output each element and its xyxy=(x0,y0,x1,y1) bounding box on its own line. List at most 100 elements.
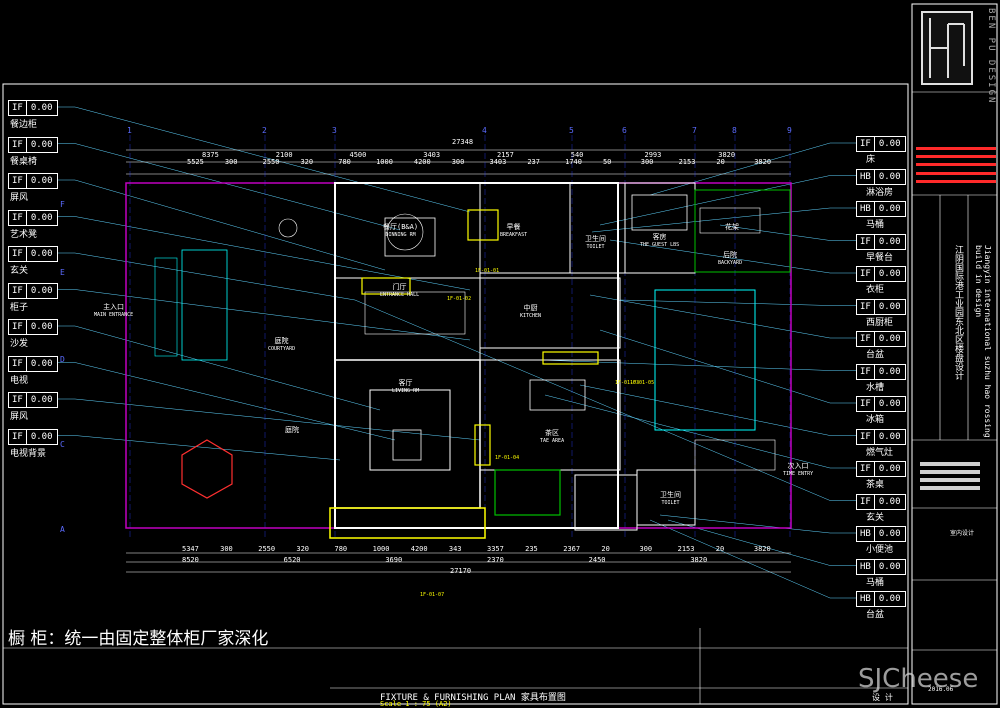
kitchen xyxy=(479,277,621,349)
tag-key: HB xyxy=(856,526,875,542)
tag-value: 0.00 xyxy=(874,233,906,250)
room-name-cn: 主入口 xyxy=(103,303,125,311)
tag-label: 屏风 xyxy=(10,412,29,422)
stair-well xyxy=(574,474,638,531)
pool xyxy=(654,289,756,431)
section-mark: 1F-01-03 xyxy=(615,380,640,386)
dimension-value: 2367 xyxy=(563,545,581,553)
room-name-en: TIME ENTRY xyxy=(783,471,814,477)
leader-line-left xyxy=(48,398,481,441)
room-name-cn: 门厅 xyxy=(392,283,407,291)
tag-value: 0.00 xyxy=(26,209,58,226)
grid-row-label: E xyxy=(60,268,65,277)
tag-value: 0.00 xyxy=(26,392,58,408)
courtyard-walkway xyxy=(181,249,228,361)
plan-title: FIXTURE & FURNISHING PLAN 家具布置图 xyxy=(380,693,566,703)
grid-row-label: C xyxy=(60,440,65,449)
tag-label: 电视 xyxy=(10,375,29,386)
walkway-stripes xyxy=(154,257,178,357)
tag-label: 小便池 xyxy=(866,545,894,555)
tag-label: 冰箱 xyxy=(866,415,885,425)
tag-key: IF xyxy=(8,136,27,153)
tag-label: 柜子 xyxy=(10,302,29,313)
tag-label: 餐桌椅 xyxy=(10,156,38,167)
room-name-en: MAIN ENTRANCE xyxy=(94,312,134,318)
tag-key: IF xyxy=(8,392,27,408)
tag-label: 淋浴房 xyxy=(866,187,894,198)
buffet xyxy=(467,209,499,241)
section-mark: 1F-01-05 xyxy=(630,380,655,386)
tag-value: 0.00 xyxy=(26,355,58,372)
room-name-cn: 次入口 xyxy=(787,462,809,470)
room-name-cn: 中厨 xyxy=(523,304,538,312)
tag-key: HB xyxy=(856,201,875,217)
title-block-field xyxy=(920,470,980,474)
grid-col-label: 4 xyxy=(482,126,487,135)
tag-key: IF xyxy=(856,428,875,445)
tea-area xyxy=(479,359,621,471)
tag-label: 床 xyxy=(866,155,876,165)
round-table xyxy=(386,213,424,251)
leader-line-right xyxy=(579,384,856,436)
tag-label: 台盆 xyxy=(866,610,885,620)
dimension-value: 235 xyxy=(525,545,538,553)
leader-line-left xyxy=(48,106,471,213)
tag-key: IF xyxy=(8,282,27,299)
room-name-en: BACKYARD xyxy=(718,260,743,266)
tag-key: IF xyxy=(856,233,875,250)
room-name-cn: 花架 xyxy=(725,223,739,231)
leader-line-right xyxy=(354,299,856,501)
screen-partition xyxy=(474,424,491,466)
dimension-value: 2157 xyxy=(497,151,514,159)
room-name-cn: 庭院 xyxy=(285,426,299,434)
dimension-value: 780 xyxy=(338,158,351,166)
tag-value: 0.00 xyxy=(26,100,58,116)
grid-row-label: F xyxy=(60,200,65,209)
leader-line-right xyxy=(539,359,856,371)
tag-value: 0.00 xyxy=(874,591,906,607)
dimension-value: 1740 xyxy=(565,158,582,166)
leader-line-right xyxy=(599,329,856,404)
guest-room xyxy=(624,182,696,274)
dimension-value: 2370 xyxy=(487,556,504,564)
room-name-en: LIVING RM xyxy=(392,388,420,394)
site-boundary xyxy=(125,182,792,529)
dimension-value: 4200 xyxy=(410,545,428,553)
tag-value: 0.00 xyxy=(874,461,906,477)
tag-key: IF xyxy=(8,428,27,445)
grid-col-label: 5 xyxy=(569,126,574,135)
tag-key: HB xyxy=(856,558,875,575)
dimension-value: 8520 xyxy=(182,556,199,564)
tag-label: 沙发 xyxy=(10,339,29,349)
title-block-note xyxy=(916,163,996,166)
tag-label: 台盆 xyxy=(866,350,885,360)
leader-line-right xyxy=(667,519,856,566)
tag-label: 马桶 xyxy=(866,220,885,230)
grid-col-label: 3 xyxy=(332,126,337,135)
dimension-value: 2550 xyxy=(258,545,276,553)
room-name-en: THE GUEST LBS xyxy=(640,242,680,248)
design-label: 设 计 xyxy=(872,693,893,702)
tag-label: 玄关 xyxy=(866,512,885,523)
dimension-value: 300 xyxy=(451,158,465,166)
tag-label: 燃气灶 xyxy=(866,447,894,458)
sofa-group xyxy=(369,389,451,471)
title-block-field xyxy=(920,462,980,466)
dimension-value: 20 xyxy=(715,545,725,553)
room-name-en: TOILET xyxy=(661,500,680,506)
tag-value: 0.00 xyxy=(874,331,906,347)
leader-line-left xyxy=(48,362,396,441)
tag-value: 0.00 xyxy=(26,246,58,262)
title-block-frame xyxy=(911,3,998,705)
brand-logo xyxy=(921,11,973,85)
